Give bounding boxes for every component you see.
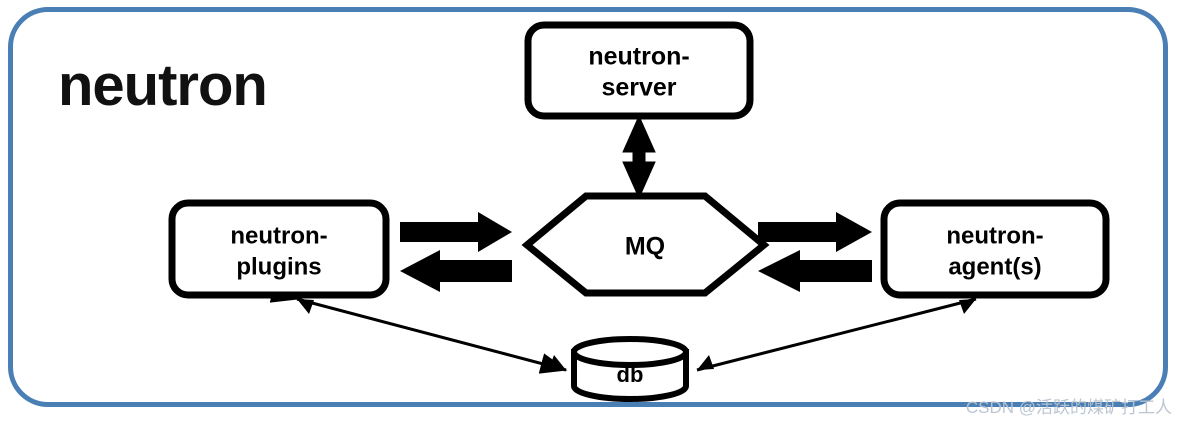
node-db-label: db (617, 362, 644, 387)
node-mq[interactable]: MQ (521, 192, 770, 297)
connector-mq-to-agents (758, 212, 872, 252)
connector-server-mq (622, 114, 656, 200)
connector-mq-to-plugins (400, 250, 512, 292)
node-neutron-agents-label-line1: neutron- (946, 222, 1043, 249)
node-neutron-plugins-label-line1: neutron- (230, 222, 327, 249)
node-db[interactable]: db (571, 336, 689, 402)
node-neutron-server[interactable]: neutron- server (524, 21, 754, 120)
node-neutron-agents-label-line2: agent(s) (948, 253, 1041, 280)
node-neutron-server-label-line2: server (601, 74, 676, 102)
node-neutron-plugins-label-line2: plugins (236, 253, 321, 280)
node-mq-label: MQ (625, 233, 665, 261)
node-neutron-server-label-line1: neutron- (588, 43, 689, 71)
connector-agents-db (696, 297, 977, 372)
node-neutron-plugins[interactable]: neutron- plugins (168, 199, 390, 299)
connector-agents-to-mq (758, 250, 872, 292)
connector-plugins-to-mq (400, 212, 512, 252)
connector-plugins-db (269, 282, 568, 374)
node-neutron-agents[interactable]: neutron- agent(s) (880, 199, 1110, 299)
page-title: neutron (58, 53, 268, 118)
watermark-text: CSDN @活跃的煤矿打工人 (965, 398, 1172, 417)
